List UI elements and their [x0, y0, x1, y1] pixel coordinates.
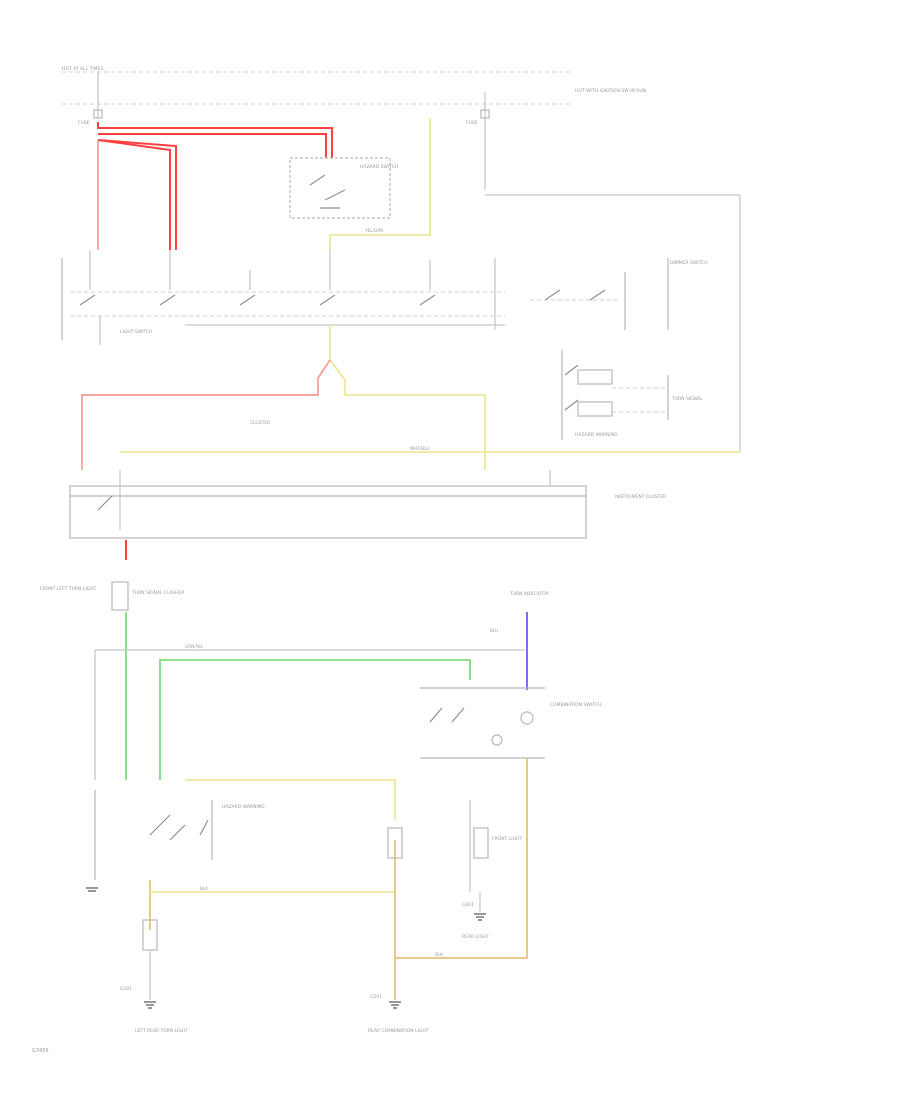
footer-code: G7456	[32, 1048, 49, 1054]
hazard-relay-label: HAZARD WARNING	[222, 804, 265, 810]
instrument-cluster-label: INSTRUMENT CLUSTER	[615, 494, 666, 500]
fuse-left-label: FUSE	[78, 120, 90, 126]
turn-signal-flasher: TURN SIGNAL FLASHER	[111, 540, 185, 611]
hazard-warning-label: HAZARD WARNING	[575, 432, 618, 438]
red-feed-wires	[97, 122, 333, 250]
left-rear-light: LEFT REAR TURN LIGHT	[135, 919, 188, 1034]
instrument-cluster-box: INSTRUMENT CLUSTER FRONT LEFT TURN LIGHT	[40, 470, 666, 592]
fuse-right: FUSE	[466, 92, 741, 452]
combination-switch: COMBINATION SWITCH	[420, 687, 601, 958]
lower-wires: BLK BLK	[149, 758, 528, 1000]
turn-signal-module: TURN SIGNAL HAZARD WARNING	[561, 350, 703, 440]
rear-combination-light-label: REAR COMBINATION LIGHT	[368, 1028, 429, 1034]
green-wires: GRN/YEL	[94, 612, 525, 780]
wire-label-blu: BLU	[490, 628, 498, 633]
cluster-wires: CLUSTER WHT/BLU	[81, 325, 740, 470]
turn-signal-label: TURN SIGNAL	[671, 396, 703, 402]
ground-mid-label: G201	[370, 994, 382, 1000]
rear-light-right-label: REAR LIGHT	[462, 934, 489, 940]
hot-in-run-label: HOT WITH IGNITION SW IN RUN	[575, 88, 646, 94]
hot-right-lower-label: TURN INDICATOR	[509, 591, 549, 597]
hazard-relay: HAZARD WARNING	[94, 790, 265, 880]
wire-label-yel-grn: YEL/GRN	[364, 228, 383, 233]
left-rear-light-label: LEFT REAR TURN LIGHT	[135, 1028, 188, 1034]
cluster-label: CLUSTER	[250, 420, 270, 426]
wire-label-blk-2: BLK	[435, 952, 443, 957]
light-switch-row: LIGHT SWITCH	[61, 250, 505, 345]
rear-combination-light: REAR COMBINATION LIGHT	[368, 827, 429, 1034]
yellow-wire-hazard	[329, 118, 431, 250]
fuse-left: FUSE	[78, 72, 103, 126]
left-turn-front-label: FRONT LEFT TURN LIGHT	[40, 586, 97, 592]
wire-label-wht-blu: WHT/BLU	[410, 446, 429, 451]
dimmer-switch-label: DIMMER SWITCH	[670, 260, 708, 266]
ground-mid: G201	[370, 994, 401, 1009]
ground-left-label: G101	[120, 986, 132, 992]
hot-at-all-times-label: HOT AT ALL TIMES	[62, 66, 103, 72]
fuse-right-label: FUSE	[466, 120, 478, 126]
ground-left: G101	[120, 950, 156, 1009]
blue-wire: TURN INDICATOR BLU	[490, 591, 549, 690]
ground-right: G301	[462, 892, 486, 921]
front-light-right-label: FRONT LIGHT	[492, 836, 523, 842]
combination-switch-label: COMBINATION SWITCH	[550, 702, 601, 708]
wire-label-grn-yel: GRN/YEL	[185, 644, 204, 649]
power-bus-top: HOT AT ALL TIMES HOT WITH IGNITION SW IN…	[62, 66, 646, 105]
dimmer-switch: DIMMER SWITCH	[530, 258, 708, 330]
front-light-right: FRONT LIGHT REAR LIGHT	[462, 827, 523, 940]
hazard-switch: HAZARD SWITCH	[289, 157, 398, 219]
wire-label-blk-1: BLK	[200, 886, 208, 891]
turn-signal-flasher-label: TURN SIGNAL FLASHER	[131, 590, 185, 596]
light-switch-label: LIGHT SWITCH	[120, 329, 153, 335]
ground-right-label: G301	[462, 902, 474, 908]
ground-far-left	[86, 887, 98, 892]
hazard-switch-label: HAZARD SWITCH	[360, 164, 398, 170]
